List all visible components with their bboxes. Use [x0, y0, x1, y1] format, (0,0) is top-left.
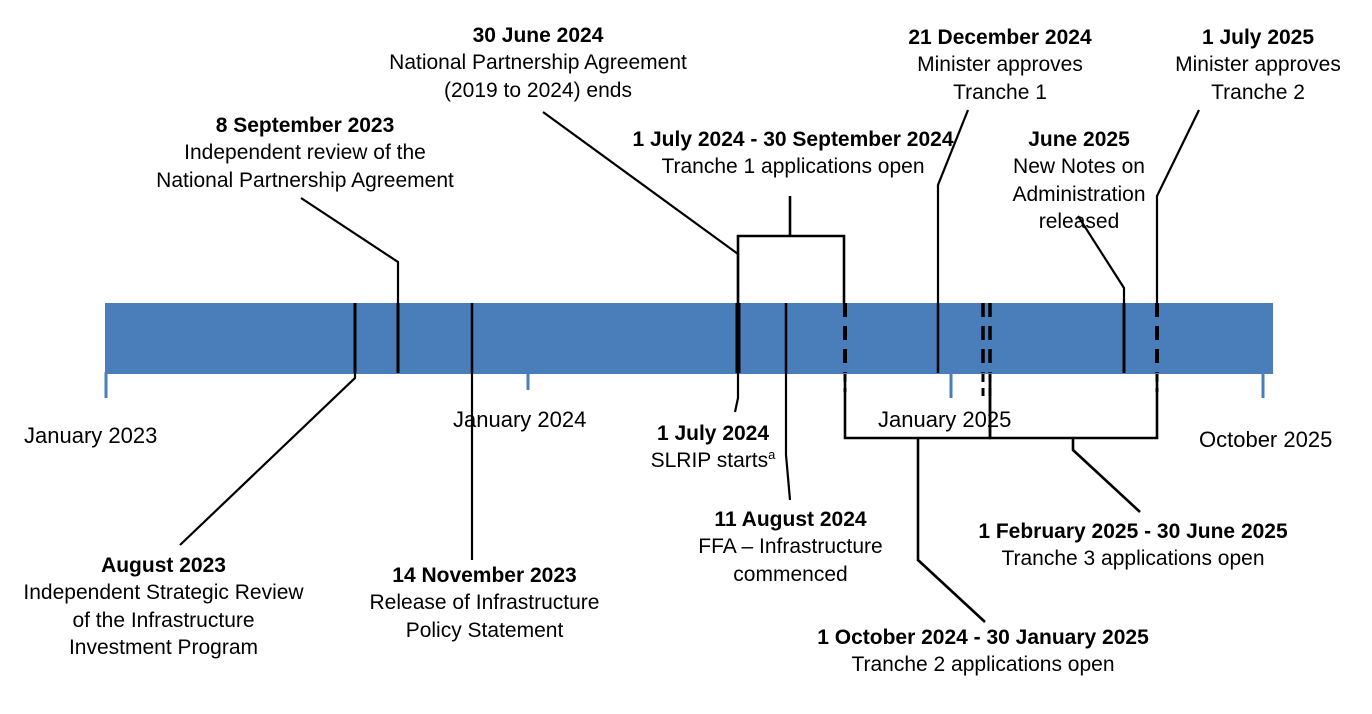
annotation-date: 30 June 2024 — [472, 24, 604, 47]
annotation-date: 1 February 2025 - 30 June 2025 — [978, 520, 1288, 543]
bracket-tranche-1-apps — [736, 234, 846, 303]
annotation-line: commenced — [733, 562, 848, 586]
annotation-line: Tranche 2 applications open — [851, 653, 1115, 677]
annotation-jun-2025: June 2025 New Notes on Administration re… — [990, 126, 1168, 235]
annotation-date: August 2023 — [101, 554, 226, 577]
annotation-line: Tranche 3 applications open — [1001, 547, 1265, 571]
annotation-nov-2023: 14 November 2023 Release of Infrastructu… — [352, 562, 617, 644]
annotation-line: released — [1038, 209, 1120, 233]
annotation-line: Administration — [1012, 182, 1146, 206]
annotation-jul-2024-slrip: 1 July 2024 SLRIP startsa — [613, 420, 813, 475]
annotation-aug-2023: August 2023 Independent Strategic Review… — [6, 552, 321, 661]
annotation-line: Tranche 1 — [953, 80, 1047, 104]
annotation-line: Policy Statement — [405, 618, 564, 642]
annotation-line: New Notes on — [1013, 155, 1145, 179]
slrip-text: SLRIP starts — [650, 449, 769, 473]
annotation-tranche-2-apps: 1 October 2024 - 30 January 2025 Tranche… — [783, 624, 1183, 679]
annotation-dec-2024: 21 December 2024 Minister approves Tranc… — [880, 24, 1120, 106]
annotation-jul-2025: 1 July 2025 Minister approves Tranche 2 — [1148, 24, 1368, 106]
annotation-line: Independent Strategic Review — [23, 581, 304, 605]
annotation-line: Tranche 1 applications open — [661, 155, 925, 179]
annotation-line: SLRIP startsa — [613, 447, 813, 474]
annotation-line: Minister approves — [917, 53, 1083, 77]
annotation-aug-2024-ffa: 11 August 2024 FFA – Infrastructure comm… — [663, 506, 918, 588]
timeline-bar — [105, 303, 1273, 372]
annotation-line: (2019 to 2024) ends — [444, 78, 632, 102]
annotation-line: Tranche 2 — [1211, 80, 1305, 104]
annotation-jun-2024: 30 June 2024 National Partnership Agreem… — [388, 22, 688, 104]
annotation-line: Release of Infrastructure — [369, 591, 600, 615]
axis-label-jan-2025: January 2025 — [878, 407, 1012, 432]
axis-label-jan-2024: January 2024 — [453, 407, 587, 432]
annotation-date: 11 August 2024 — [714, 508, 867, 531]
annotation-date: 14 November 2023 — [392, 564, 577, 587]
footnote-marker: a — [768, 447, 776, 463]
annotation-line: Independent review of the — [184, 141, 426, 165]
annotation-line: of the Infrastructure — [72, 608, 255, 632]
annotation-date: 21 December 2024 — [908, 26, 1092, 49]
annotation-date: 1 July 2024 — [656, 422, 770, 445]
annotation-date: 1 October 2024 - 30 January 2025 — [817, 626, 1149, 649]
annotation-date: 1 July 2025 — [1201, 26, 1315, 49]
annotation-line: National Partnership Agreement — [389, 51, 687, 75]
annotation-line: Investment Program — [68, 635, 259, 659]
annotation-date: 1 July 2024 - 30 September 2024 — [632, 128, 954, 151]
bracket-tranche-3-apps — [988, 374, 1159, 440]
annotation-tranche-1-apps: 1 July 2024 - 30 September 2024 Tranche … — [628, 126, 958, 181]
leader-jul-2024-slrip — [733, 373, 740, 413]
bracket-stem-tranche-3-apps — [1071, 438, 1141, 513]
axis-label-jan-2023: January 2023 — [24, 423, 158, 448]
annotation-date: 8 September 2023 — [215, 114, 395, 137]
annotation-sep-2023: 8 September 2023 Independent review of t… — [155, 112, 455, 194]
leader-sep-2023 — [300, 197, 400, 303]
axis-label-oct-2025: October 2025 — [1199, 427, 1333, 452]
annotation-line: National Partnership Agreement — [156, 168, 454, 192]
annotation-line: Minister approves — [1175, 53, 1341, 77]
annotation-line: FFA – Infrastructure — [698, 535, 883, 559]
leader-aug-2023 — [179, 373, 357, 546]
annotation-date: June 2025 — [1028, 128, 1130, 151]
annotation-tranche-3-apps: 1 February 2025 - 30 June 2025 Tranche 3… — [963, 518, 1303, 573]
